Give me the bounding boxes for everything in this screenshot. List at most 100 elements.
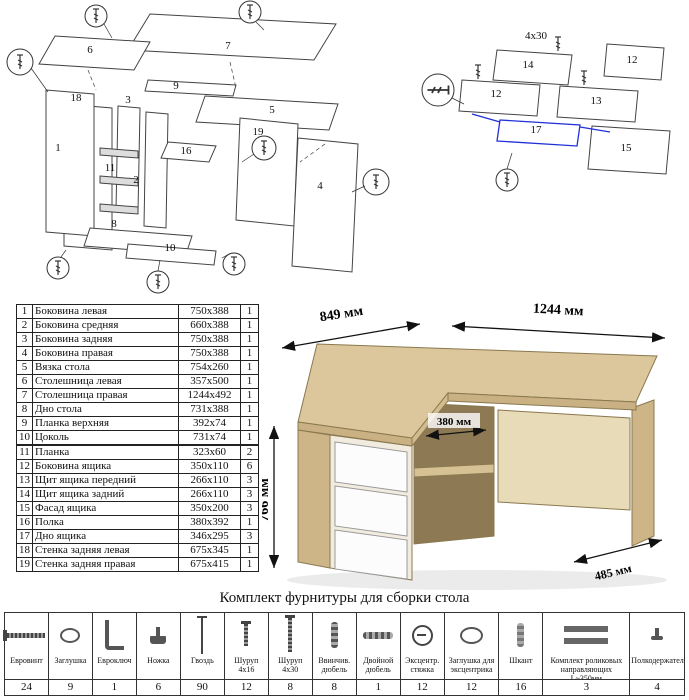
table-row: 12 Боковина ящика 350x110 6 [16, 459, 259, 474]
hardware-item: Евровинт 24 [3, 613, 49, 695]
double-dowel-icon [363, 631, 394, 639]
hardware-name: Эксцентр. стяжка [405, 657, 440, 674]
part-size: 350x110 [178, 459, 241, 474]
hardware-name: Заглушка для эксцентрика [448, 657, 495, 674]
part-size: 660x388 [178, 318, 241, 333]
exploded-desk-art [6, 0, 390, 294]
part-size: 750x388 [178, 346, 241, 361]
hardware-name: Ввинчив. дюбель [318, 657, 351, 674]
part-number: 18 [16, 543, 33, 558]
hardware-name: Комплект роликовых направляющих L~350мм [550, 657, 623, 679]
part-number-label: 8 [111, 218, 117, 230]
hardware-kit-title: Комплект фурнитуры для сборки стола [219, 590, 470, 606]
part-qty: 1 [240, 430, 259, 446]
hardware-icon-area [137, 613, 180, 657]
table-row: 13 Щит ящика передний 266x110 3 [16, 473, 259, 488]
hardware-icon-area [313, 613, 356, 657]
part-number: 19 [16, 557, 33, 572]
cam-lock-icon [411, 624, 433, 646]
hardware-name: Евроключ [97, 657, 132, 665]
hardware-icon-area [357, 613, 400, 657]
part-number: 17 [16, 529, 33, 544]
part-number: 13 [16, 473, 33, 488]
part-name: Стенка задняя левая [32, 543, 179, 558]
part-name: Боковина левая [32, 304, 179, 319]
table-row: 11 Планка 323x60 2 [16, 444, 259, 460]
part-qty: 1 [240, 416, 259, 431]
hardware-qty: 24 [5, 679, 48, 695]
hardware-table: Евровинт 24 Заглушка 9 Евроключ 1 Ножка … [3, 612, 685, 696]
part-number: 4 [16, 346, 33, 361]
hardware-icon-area [93, 613, 136, 657]
hardware-qty: 8 [312, 679, 356, 695]
table-row: 1 Боковина левая 750x388 1 [16, 304, 259, 319]
part-size: 350x200 [178, 501, 241, 516]
hardware-name: Двойной дюбель [363, 657, 394, 674]
part-number-label: 5 [269, 104, 275, 116]
part-number-label: 14 [522, 59, 534, 71]
part-qty: 3 [240, 501, 259, 516]
hardware-item: Полкодержатель 4 [630, 613, 684, 695]
part-qty: 6 [240, 459, 259, 474]
part-qty: 1 [240, 332, 259, 347]
part-name: Щит ящика передний [32, 473, 179, 488]
part-name: Фасад ящика [32, 501, 179, 516]
hardware-name: Евровинт [10, 657, 43, 665]
hardware-name: Шуруп 4х16 [234, 657, 259, 674]
part-number-label: 10 [164, 242, 176, 254]
part-number-label: 4x30 [525, 30, 547, 42]
part-size: 731x388 [178, 402, 241, 417]
hardware-name: Гвоздь [190, 657, 214, 665]
hardware-item: Евроключ 1 [92, 613, 137, 695]
hardware-qty: 1 [92, 679, 136, 695]
screw-4x16-icon [241, 621, 252, 646]
table-row: 15 Фасад ящика 350x200 3 [16, 501, 259, 516]
hardware-item: Гвоздь 90 [180, 613, 225, 695]
part-qty: 3 [240, 487, 259, 502]
part-size: 266x110 [178, 487, 241, 502]
part-size: 380x392 [178, 515, 241, 530]
part-number-label: 11 [104, 162, 116, 174]
hardware-item: Ввинчив. дюбель 8 [312, 613, 357, 695]
table-row: 16 Полка 380x392 1 [16, 515, 259, 530]
hardware-qty: 3 [543, 679, 630, 695]
hardware-item: Ножка 6 [136, 613, 181, 695]
exploded-drawer-art [421, 36, 671, 192]
confirmat-screw-icon [3, 629, 46, 641]
part-number: 8 [16, 402, 33, 417]
table-row: 3 Боковина задняя 750x388 1 [16, 332, 259, 347]
hardware-icon-area [499, 613, 542, 657]
part-number: 9 [16, 416, 33, 431]
hex-key-icon [104, 620, 124, 650]
part-number: 15 [16, 501, 33, 516]
drawer-panels [458, 43, 671, 175]
part-number: 14 [16, 487, 33, 502]
part-size: 731x74 [178, 430, 241, 446]
part-qty: 1 [240, 557, 259, 572]
hardware-qty: 12 [224, 679, 268, 695]
part-name: Дно стола [32, 402, 179, 417]
part-qty: 3 [240, 529, 259, 544]
hardware-qty: 6 [136, 679, 180, 695]
hardware-icon-area [49, 613, 92, 657]
part-name: Боковина правая [32, 346, 179, 361]
table-row: 10 Цоколь 731x74 1 [16, 430, 259, 446]
hardware-item: Шуруп 4х16 12 [224, 613, 269, 695]
table-row: 9 Планка верхняя 392x74 1 [16, 416, 259, 431]
assembly-guide-lines [87, 61, 326, 163]
dimension-arrows [268, 321, 666, 568]
table-row: 8 Дно стола 731x388 1 [16, 402, 259, 417]
shelf-pin-icon [651, 628, 664, 640]
part-qty: 1 [240, 374, 259, 389]
part-name: Столешница левая [32, 374, 179, 389]
part-number-label: 7 [225, 40, 231, 52]
part-number-label: 13 [590, 95, 602, 107]
table-row: 17 Дно ящика 346x295 3 [16, 529, 259, 544]
part-qty: 3 [240, 473, 259, 488]
part-size: 675x345 [178, 543, 241, 558]
part-number: 5 [16, 360, 33, 375]
bottom-panel-guides [471, 113, 611, 133]
drawer-fronts [334, 441, 408, 580]
top-edge-left [297, 421, 413, 447]
part-qty: 1 [240, 543, 259, 558]
